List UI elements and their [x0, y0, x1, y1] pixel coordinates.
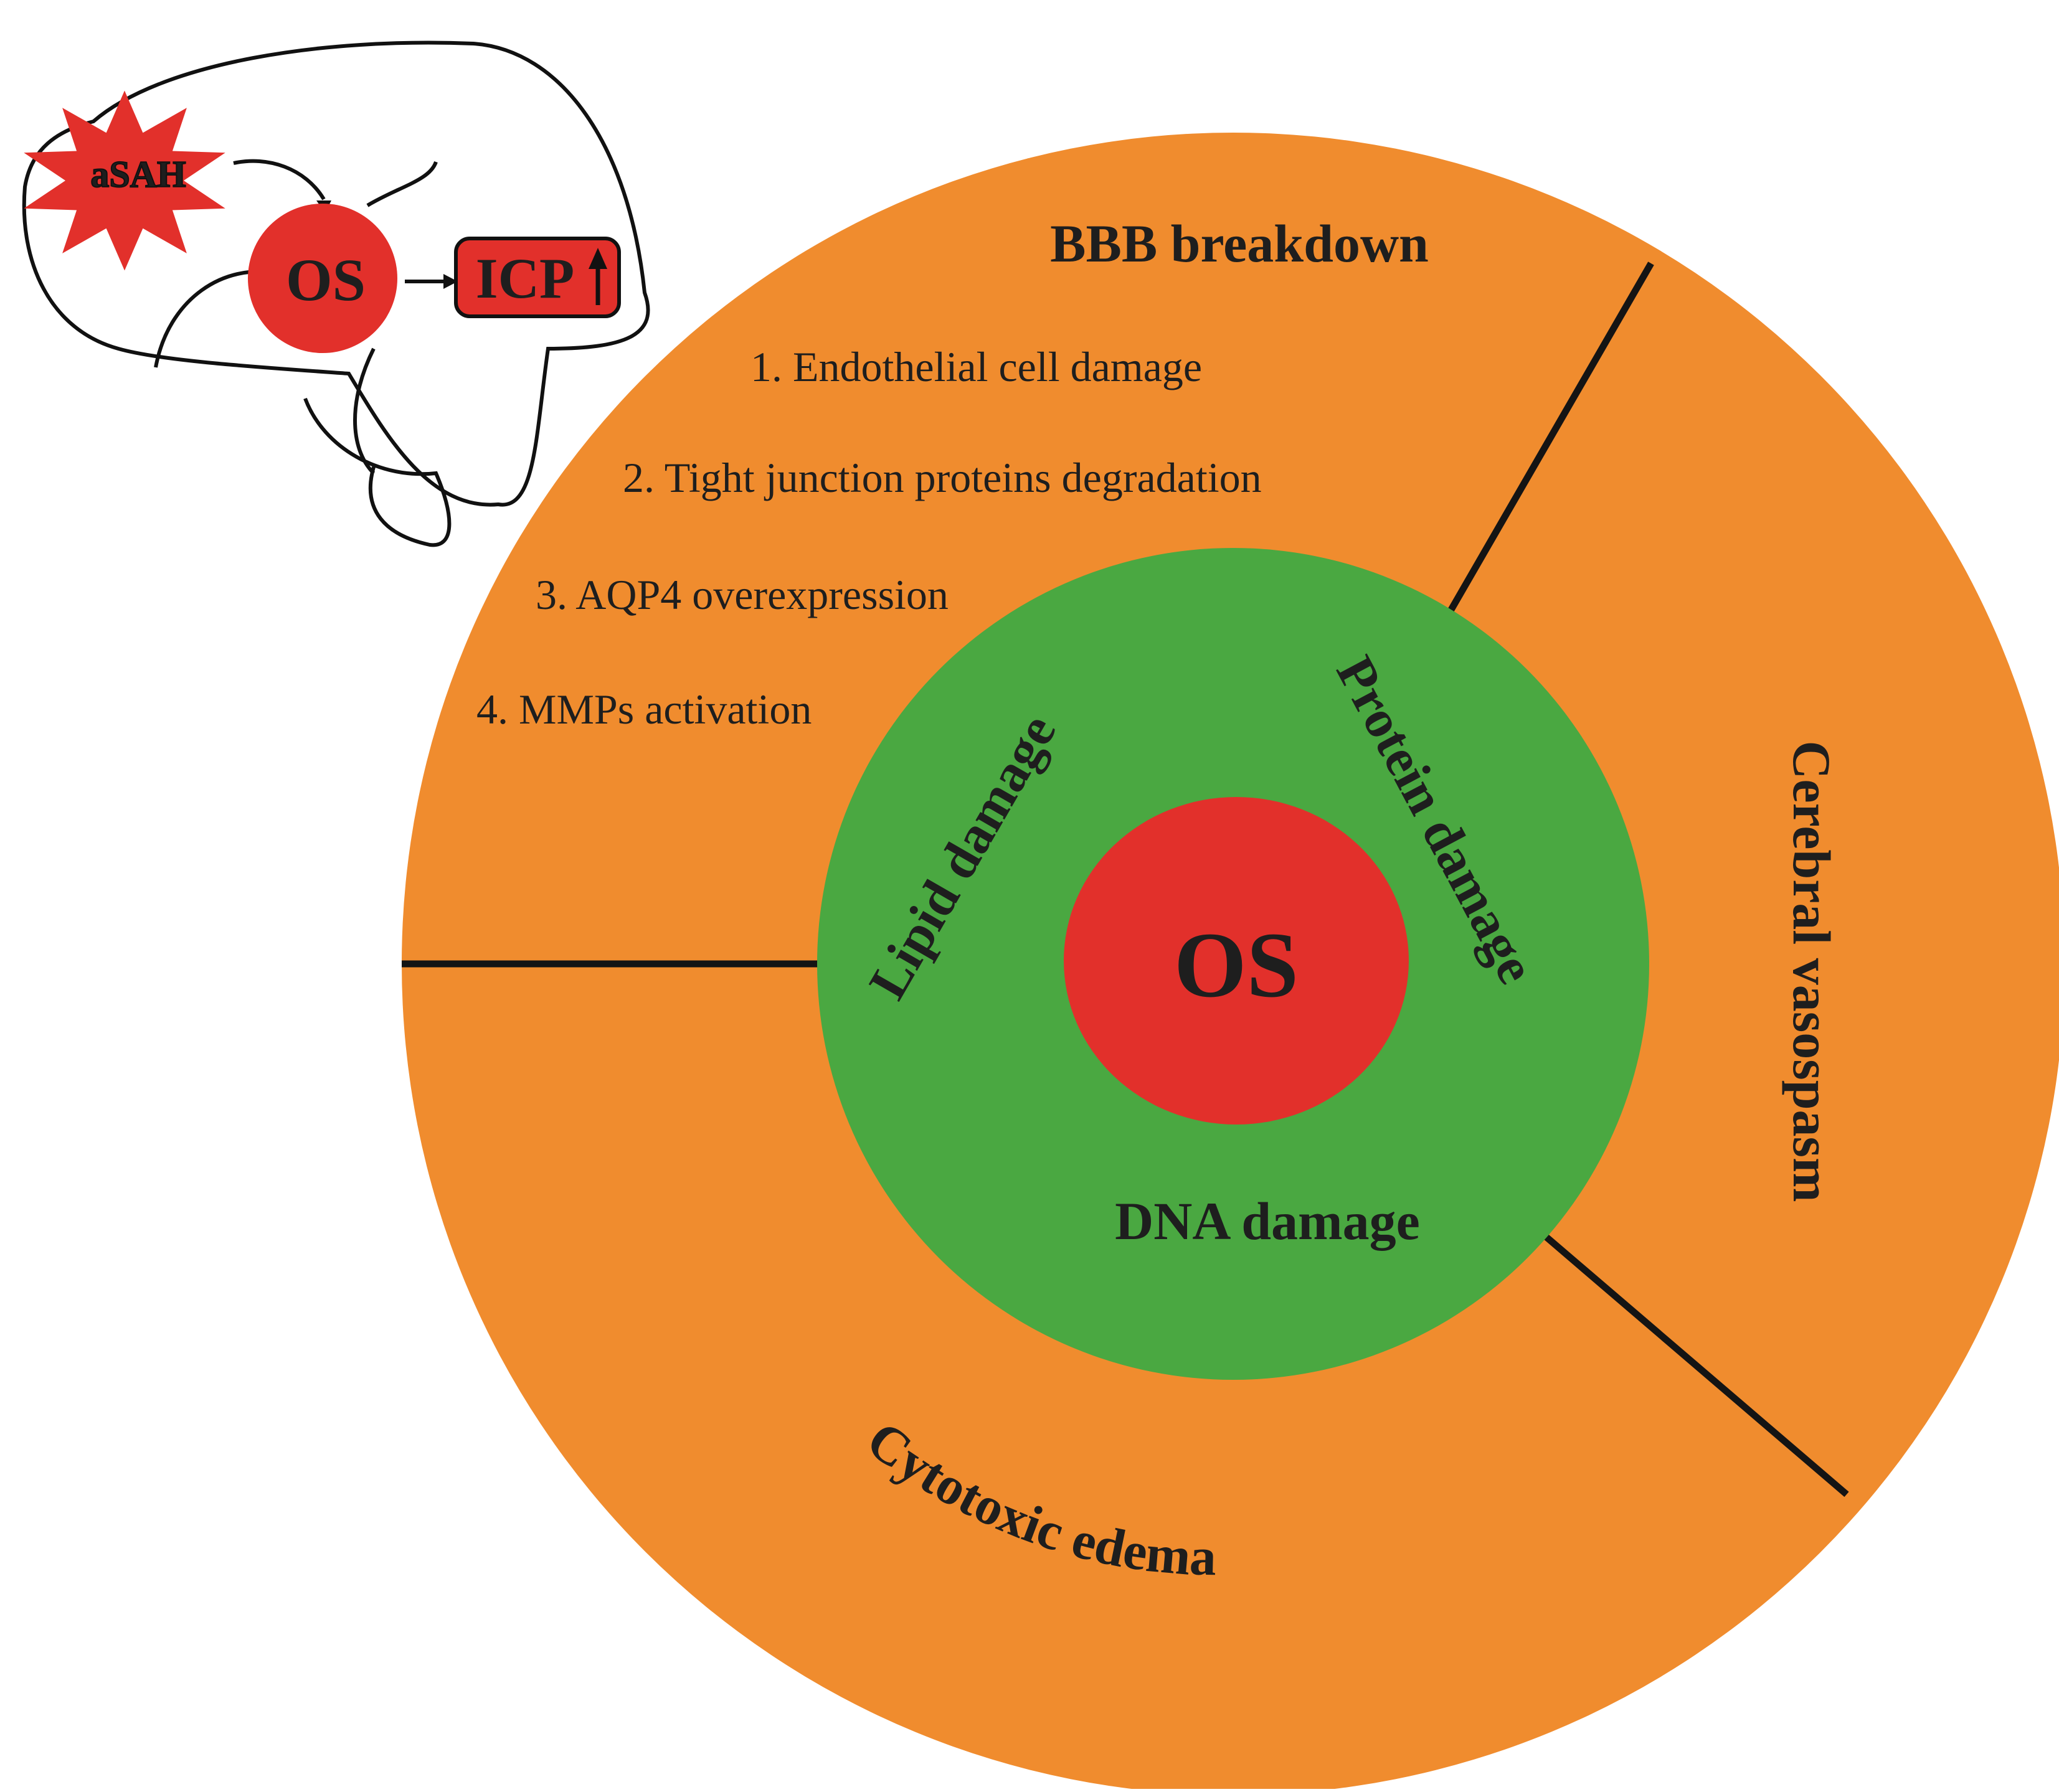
inset-os-circle	[248, 204, 397, 353]
brain-inset	[22, 40, 650, 547]
straight-arrow-head-icon	[443, 274, 458, 289]
brain-fissure	[366, 161, 438, 207]
icp-label: ICP	[476, 247, 574, 310]
core-circle	[1064, 797, 1409, 1125]
brain-cerebellum-outline	[303, 397, 452, 547]
bbb-item-2: 2. Tight junction proteins degradation	[623, 454, 1262, 501]
cerebral-vasospasm-label: Cerebral vasospasm	[1782, 740, 1842, 1202]
asah-label: aSAH	[90, 154, 186, 195]
brain-stem-outline	[353, 347, 376, 475]
bbb-breakdown-title: BBB breakdown	[1050, 214, 1429, 273]
divider-bottom-right	[1517, 1211, 1849, 1497]
curved-arrow-icon	[233, 159, 326, 200]
up-arrow-icon	[589, 248, 607, 305]
asah-star-icon	[24, 90, 225, 271]
icp-box	[454, 237, 621, 318]
dna-damage-label: DNA damage	[1115, 1191, 1420, 1251]
brain-cerebrum-outline	[22, 40, 650, 507]
inset-os-label: OS	[286, 247, 366, 313]
divider-top-right	[1441, 262, 1654, 625]
bbb-item-3: 3. AQP4 overexpression	[536, 571, 949, 618]
bbb-item-4: 4. MMPs activation	[476, 686, 812, 733]
bbb-item-1: 1. Endothelial cell damage	[750, 343, 1202, 390]
core-label: OS	[1174, 913, 1299, 1017]
